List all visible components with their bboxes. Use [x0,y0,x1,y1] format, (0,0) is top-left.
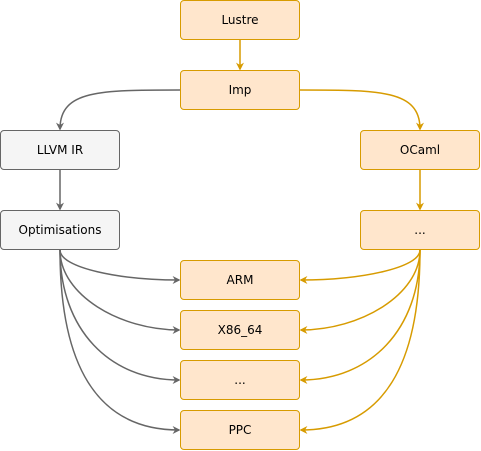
node-x86-64-label: X86_64 [217,323,263,337]
edge-optimisations-to-target-dots [59,249,181,384]
node-ocaml-dots: ... [360,210,480,250]
node-ocaml-label: OCaml [399,143,441,157]
edge-optimisations-to-x86-64 [59,249,181,334]
edge-optimisations-to-arm [59,249,181,284]
edge-ocaml-dots-to-ppc [299,249,421,434]
node-arm: ARM [180,260,300,300]
node-llvm-ir-label: LLVM IR [36,143,84,157]
node-ocaml: OCaml [360,130,480,170]
edge-ocaml-dots-to-x86-64 [299,249,421,334]
node-imp-label: Imp [228,83,252,97]
node-x86-64: X86_64 [180,310,300,350]
edge-imp-to-ocaml [299,89,424,131]
edge-ocaml-dots-to-arm [299,249,421,284]
node-ocaml-dots-label: ... [414,223,426,237]
edge-optimisations-to-ppc [59,249,181,434]
edge-ocaml-dots-to-target-dots [299,249,421,384]
node-target-dots-label: ... [234,373,246,387]
node-llvm-ir: LLVM IR [0,130,120,170]
node-target-dots: ... [180,360,300,400]
node-ppc-label: PPC [228,423,252,437]
node-imp: Imp [180,70,300,110]
node-ppc: PPC [180,410,300,450]
edge-imp-to-llvm-ir [56,89,181,131]
node-lustre-label: Lustre [221,13,259,27]
node-arm-label: ARM [226,273,254,287]
node-lustre: Lustre [180,0,300,40]
node-optimisations: Optimisations [0,210,120,250]
node-optimisations-label: Optimisations [18,223,102,237]
